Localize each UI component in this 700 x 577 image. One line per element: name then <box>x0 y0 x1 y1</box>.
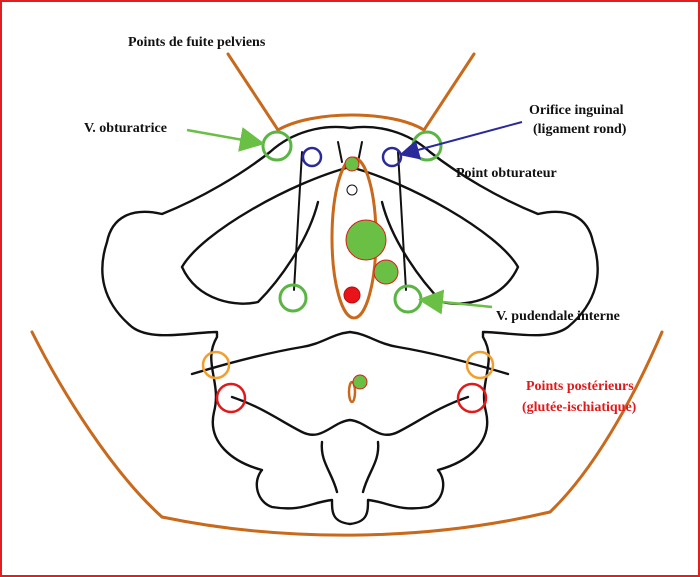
obturator-point-label: Point obturateur <box>456 166 557 181</box>
lower-body-contour <box>160 510 552 537</box>
right-light-orange-circle <box>465 350 495 380</box>
red-filled-circle <box>343 286 361 304</box>
upper-arc-orange <box>276 113 426 132</box>
inguinal-orifice-label-1: Orifice inguinal <box>529 103 624 118</box>
posterior-points-label-2: (glutée-ischiatique) <box>522 400 637 415</box>
internal-pudendal-vein-label: V. pudendale interne <box>496 309 620 324</box>
pubic-symphysis-left <box>337 141 343 163</box>
right-obturator-vein-circle <box>411 130 443 162</box>
left-inguinal-orifice-circle <box>301 146 323 168</box>
left-red-posterior-circle <box>215 382 247 414</box>
right-pudendal-vein-circle <box>393 284 423 314</box>
sacral-line <box>190 330 510 376</box>
large-green-filled-circle <box>345 219 387 261</box>
right-body-contour <box>548 330 664 514</box>
right-red-posterior-circle <box>456 382 488 414</box>
left-light-orange-circle <box>201 350 231 380</box>
small-green-filled-circle-top <box>344 156 360 172</box>
inner-upper-arc <box>180 165 520 305</box>
posterior-points-label-1: Points postérieurs <box>526 379 634 394</box>
sacrum-body <box>230 395 470 436</box>
small-white-circle <box>346 184 358 196</box>
sacral-green-circle <box>352 374 368 390</box>
obturator-vein-arrow <box>186 127 265 152</box>
left-vertical-line <box>293 151 303 291</box>
left-pudendal-vein-circle <box>278 283 308 313</box>
obturator-vein-label: V. obturatrice <box>84 121 167 136</box>
pelvic-escape-points-label: Points de fuite pelviens <box>128 35 266 50</box>
sacral-orange-ellipse <box>347 380 357 404</box>
right-vertical-line <box>397 151 407 291</box>
inguinal-orifice-label-2: (ligament rond) <box>533 122 627 137</box>
pelvis-outline <box>101 125 599 526</box>
medium-green-filled-circle <box>373 259 399 285</box>
coccyx <box>320 440 380 494</box>
right-escape-line <box>422 52 476 132</box>
inguinal-orifice-arrow <box>399 121 523 160</box>
left-body-contour <box>30 330 164 519</box>
left-escape-line <box>226 52 280 132</box>
pudendal-vein-arrow <box>418 289 493 315</box>
